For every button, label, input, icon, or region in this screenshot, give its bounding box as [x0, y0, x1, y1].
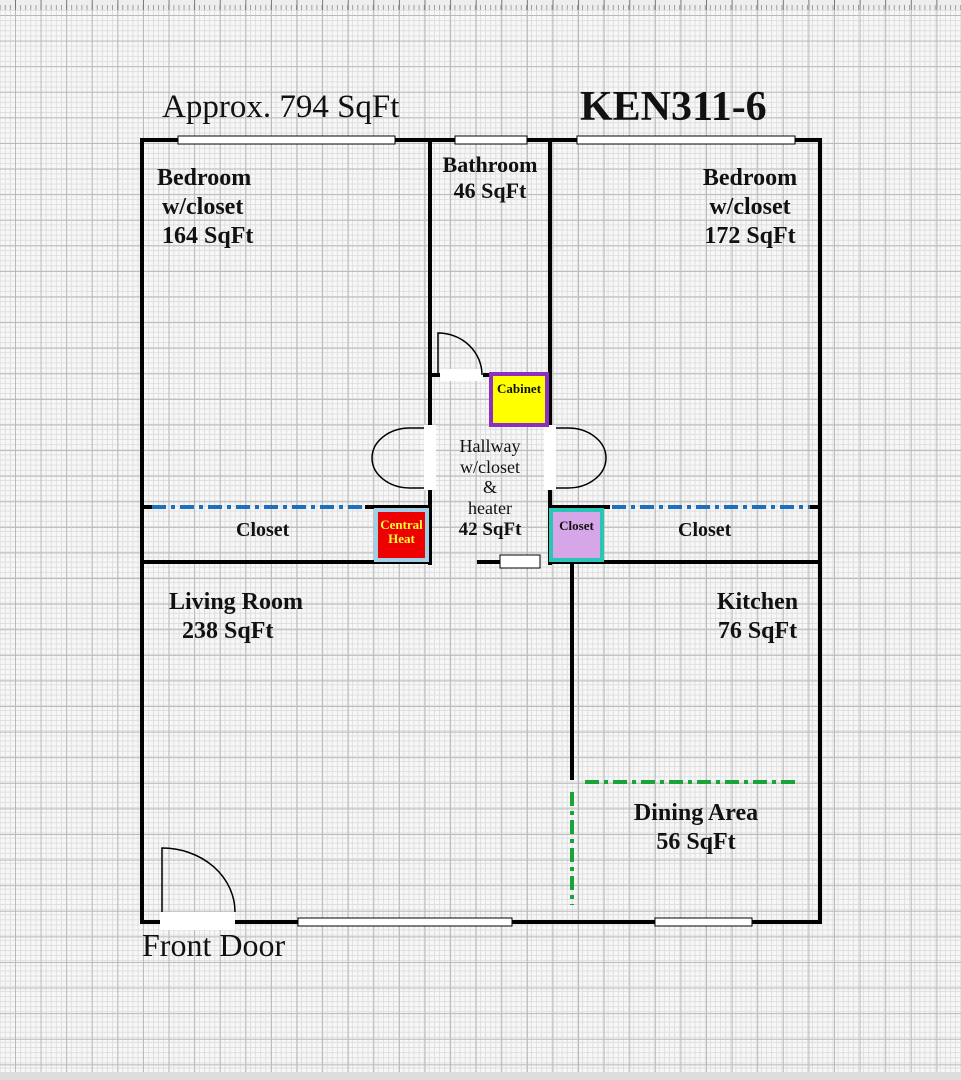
room-name: Bathroom: [442, 152, 538, 177]
room-sub: w/closet: [162, 193, 244, 220]
heat-line1: Central: [380, 517, 423, 532]
right-door-swing: [556, 427, 607, 489]
horizontal-scrollbar[interactable]: [0, 1072, 961, 1080]
room-name: Dining Area: [633, 800, 759, 826]
closet-small-label: Closet: [559, 518, 594, 533]
top-ruler: [0, 0, 961, 10]
left-door-opening: [424, 425, 436, 490]
room-area: 164 SqFt: [162, 222, 254, 249]
front-door-swing: [161, 847, 236, 913]
central-heat-label: Central Heat: [376, 517, 427, 547]
window-bottom-dining: [654, 917, 753, 927]
window-top-bath: [454, 135, 528, 145]
room-area: 172 SqFt: [704, 222, 796, 249]
room-name: Bedroom: [702, 165, 798, 191]
living-room-label: Living Room 238 SqFt: [156, 588, 316, 646]
room-name: Hallway: [459, 436, 521, 456]
dining-label: Dining Area 56 SqFt: [616, 799, 776, 857]
bathroom-label: Bathroom 46 SqFt: [432, 152, 548, 205]
room-area: 42 SqFt: [458, 518, 522, 540]
room-area: 76 SqFt: [717, 617, 798, 644]
cabinet-box: [489, 372, 549, 427]
room-name: Kitchen: [716, 589, 799, 615]
hall-vent: [499, 554, 541, 569]
window-top-right: [576, 135, 796, 145]
bath-door-opening: [440, 369, 483, 381]
room-area: 238 SqFt: [182, 617, 274, 644]
heat-line2: Heat: [388, 531, 415, 547]
total-area: Approx. 794 SqFt: [162, 89, 400, 125]
hallway-label: Hallway w/closet & heater 42 SqFt: [440, 436, 540, 541]
room-name: Bedroom: [157, 165, 252, 191]
closet-right-label: Closet: [678, 519, 732, 541]
room-sub: &: [482, 477, 497, 498]
right-door-opening: [544, 425, 556, 490]
closet-left-label: Closet: [236, 519, 290, 541]
room-name: Living Room: [168, 589, 303, 615]
closet-box: [549, 508, 604, 562]
window-top-left: [177, 135, 396, 145]
room-sub: w/closet: [460, 456, 520, 477]
wall-bath-left: [428, 140, 492, 565]
bath-door-swing: [437, 332, 483, 376]
bedroom-right-label: Bedroom w/closet 172 SqFt: [690, 164, 810, 250]
bedroom-left-label: Bedroom w/closet 164 SqFt: [157, 164, 253, 250]
front-door-label: Front Door: [142, 927, 286, 963]
room-sub: heater: [468, 498, 512, 519]
front-door-opening: [160, 912, 235, 930]
kitchen-label: Kitchen 76 SqFt: [705, 588, 810, 646]
central-heat-box: [374, 508, 429, 562]
window-bottom-living: [297, 917, 513, 927]
left-door-swing: [371, 427, 424, 489]
cabinet-label: Cabinet: [496, 381, 542, 396]
room-area: 56 SqFt: [656, 828, 736, 855]
graph-paper-grid: [0, 10, 961, 1072]
room-area: 46 SqFt: [453, 178, 527, 204]
unit-id: KEN311-6: [580, 84, 767, 130]
room-sub: w/closet: [709, 193, 791, 220]
